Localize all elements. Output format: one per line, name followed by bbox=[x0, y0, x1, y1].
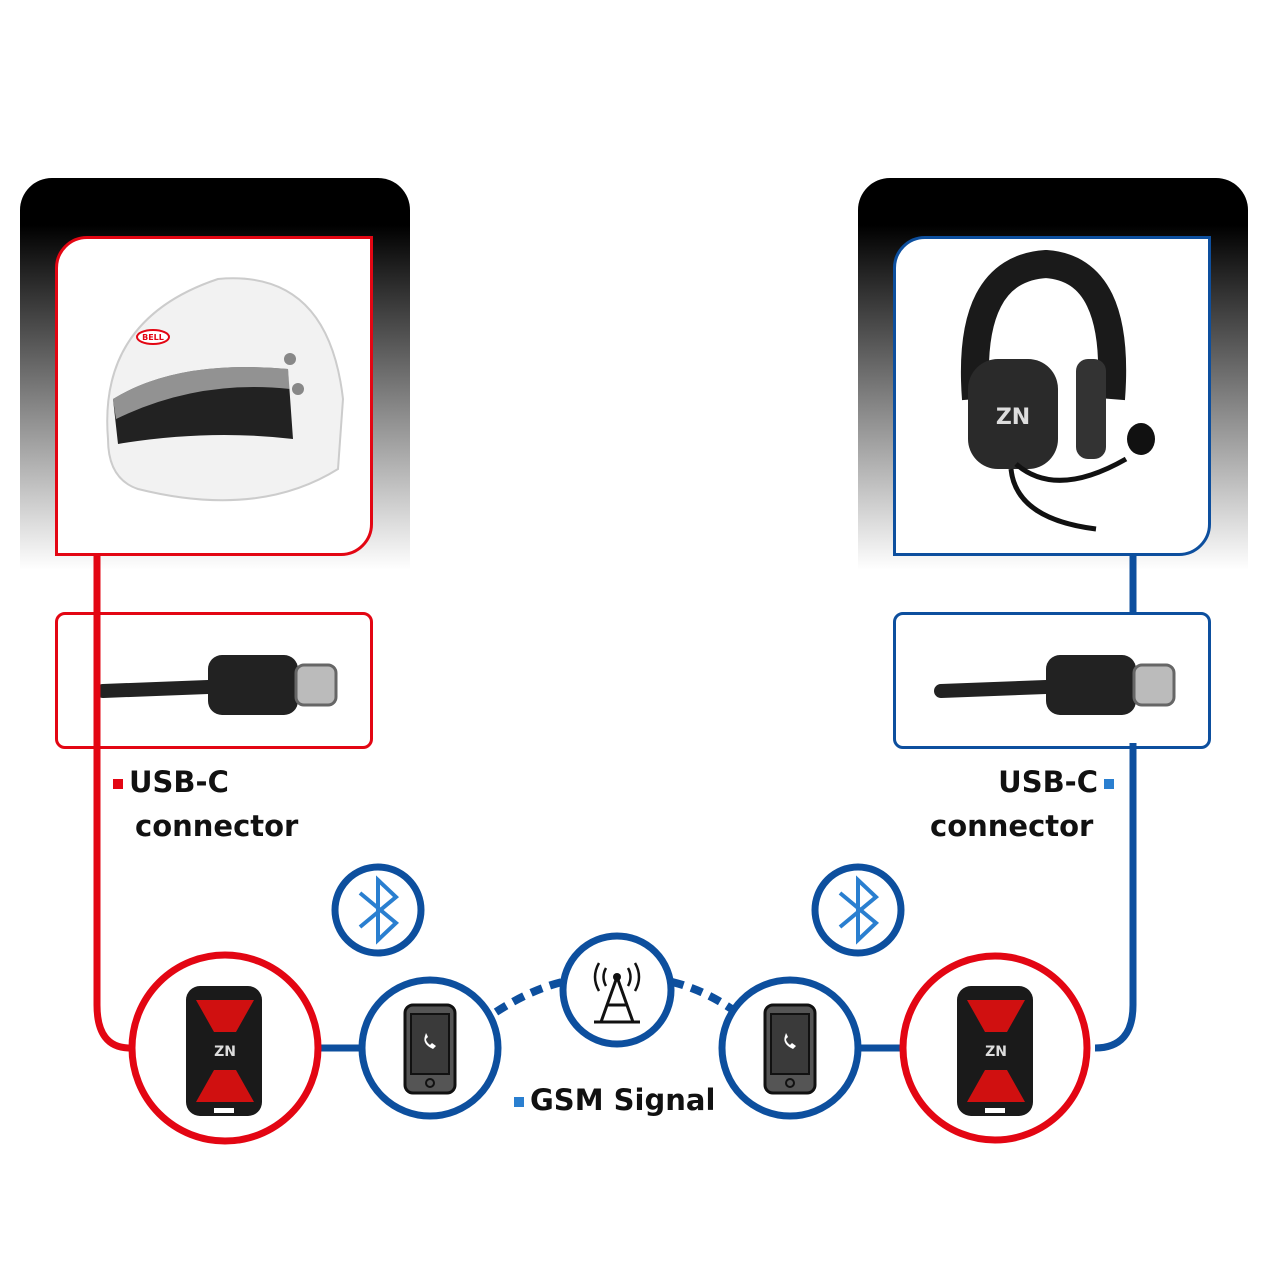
right-connector-label: USB-C connector bbox=[930, 760, 1120, 848]
intercom-device-icon: ZN bbox=[899, 952, 1091, 1144]
right-usb-c-box bbox=[893, 612, 1211, 749]
phone-icon bbox=[358, 976, 502, 1120]
helmet-image: BELL bbox=[106, 277, 345, 502]
bluetooth-icon bbox=[331, 863, 425, 957]
usb-c-cable-icon bbox=[934, 655, 1176, 715]
cell-tower-icon bbox=[559, 932, 675, 1048]
headset-frame: ZN bbox=[893, 236, 1211, 556]
intercom-device-icon: ZN bbox=[128, 951, 322, 1145]
gsm-dotted-right bbox=[671, 978, 739, 1016]
red-marker bbox=[113, 779, 123, 789]
headset-image: ZN bbox=[960, 249, 1155, 532]
left-connector-label: USB-C connector bbox=[107, 760, 298, 848]
usb-c-cable-icon bbox=[96, 655, 338, 715]
svg-text:ZN: ZN bbox=[985, 1044, 1007, 1060]
phone-icon bbox=[718, 976, 862, 1120]
helmet-frame: BELL bbox=[55, 236, 373, 556]
gsm-dotted-left bbox=[493, 978, 563, 1016]
bluetooth-icon bbox=[811, 863, 905, 957]
svg-text:BELL: BELL bbox=[142, 333, 164, 342]
svg-text:ZN: ZN bbox=[214, 1044, 236, 1060]
left-usb-c-box bbox=[55, 612, 373, 749]
gsm-signal-label: GSM Signal bbox=[508, 1078, 715, 1122]
svg-text:ZN: ZN bbox=[996, 405, 1030, 430]
blue-marker bbox=[1104, 779, 1114, 789]
